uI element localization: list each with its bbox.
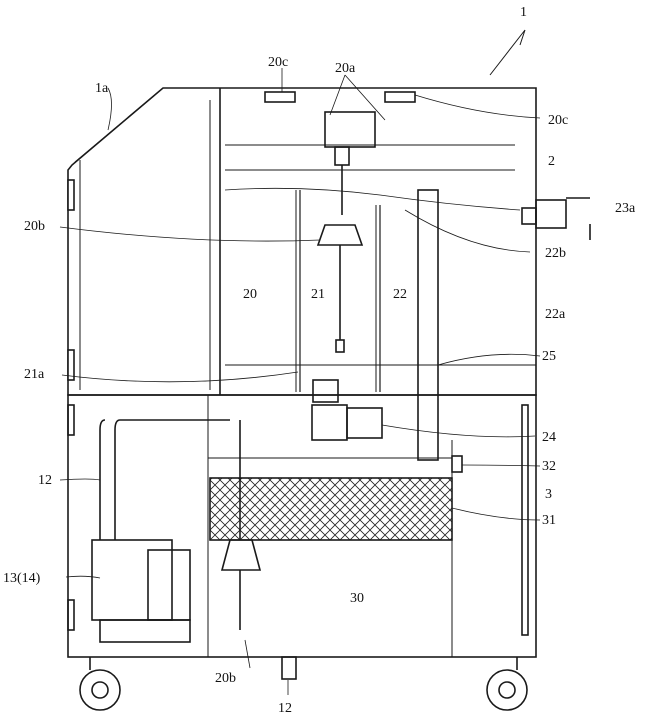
label-pump-valve: 24 xyxy=(542,430,556,445)
label-chamber-22: 22 xyxy=(393,287,407,302)
label-wall-22a: 22a xyxy=(545,307,566,322)
reference-labels: 1 1a 20c 20a 20c 2 23a 20b 22b 20 21 22 … xyxy=(3,5,636,716)
drain-valve-23a xyxy=(535,199,567,229)
label-float-b-lower: 20b xyxy=(215,671,236,686)
pipe-25 xyxy=(417,189,439,461)
label-upper-unit: 2 xyxy=(548,154,555,169)
label-sensor: 20c xyxy=(268,55,288,70)
wheel-right xyxy=(486,669,528,711)
label-valve-21a: 21a xyxy=(24,367,45,382)
label-lower-tank: 30 xyxy=(350,591,364,606)
label-float-b: 20b xyxy=(24,219,45,234)
label-chamber-21: 21 xyxy=(311,287,325,302)
label-filter: 31 xyxy=(542,513,556,528)
label-lower-unit: 3 xyxy=(545,487,552,502)
filter-31 xyxy=(209,477,453,541)
housing-outline xyxy=(67,87,537,396)
label-clean-tank: 20 xyxy=(243,287,257,302)
label-drain-valve: 23a xyxy=(615,201,636,216)
label-level-sensor: 32 xyxy=(542,459,556,474)
label-pipe: 25 xyxy=(542,349,556,364)
label-float-a: 20a xyxy=(335,61,356,76)
wheel-left xyxy=(79,669,121,711)
label-level-22b: 22b xyxy=(545,246,566,261)
label-pump: 13(14) xyxy=(3,571,41,586)
label-hose: 12 xyxy=(38,473,52,488)
float-20b-upper xyxy=(316,224,364,246)
label-sensor-right: 20c xyxy=(548,113,568,128)
label-panel: 1a xyxy=(95,81,109,96)
label-machine: 1 xyxy=(520,5,527,20)
sensor-20c-right xyxy=(384,91,416,103)
motor-20a xyxy=(324,111,376,148)
sensor-20c-left xyxy=(264,91,296,103)
label-hose-bottom: 12 xyxy=(278,701,292,716)
lower-housing xyxy=(67,394,537,658)
valve-24 xyxy=(311,404,348,441)
panel-1a xyxy=(74,94,156,163)
sensor-32 xyxy=(451,455,463,473)
float-20b-lower xyxy=(220,539,262,571)
pump-13-14 xyxy=(91,539,173,621)
hose-12 xyxy=(99,419,230,540)
